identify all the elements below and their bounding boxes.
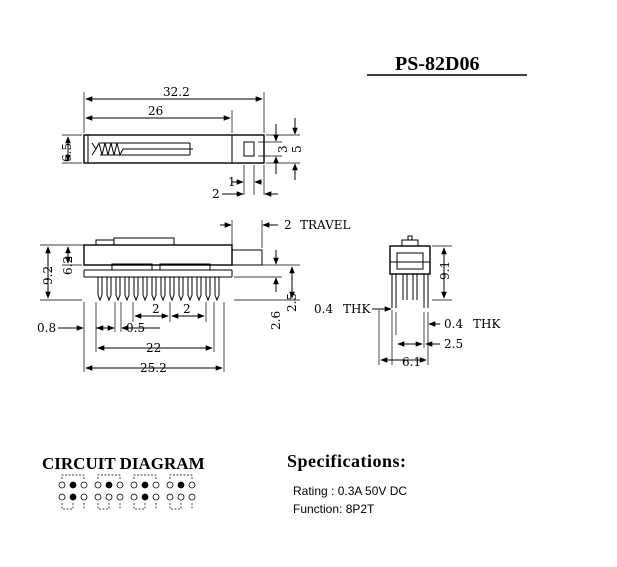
dim-body-height: 6.2 xyxy=(61,256,75,275)
dim-1: 1 xyxy=(228,175,236,189)
circuit-link xyxy=(133,503,146,510)
dim-25-2: 25.2 xyxy=(140,361,167,375)
dim-travel: 2 xyxy=(284,218,292,232)
specifications: Specifications: Rating : 0.3A 50V DC Fun… xyxy=(287,451,407,516)
contact-open xyxy=(58,493,66,501)
dim-2-5: 2.5 xyxy=(285,293,299,312)
circuit-contacts xyxy=(58,474,196,510)
contact-open xyxy=(116,493,124,501)
dim-body-width: 6.5 xyxy=(60,143,74,162)
side-pin xyxy=(133,277,139,302)
side-view-pins xyxy=(97,277,220,302)
contact-open xyxy=(94,481,102,489)
contact-open xyxy=(130,493,138,501)
dim-pitch-a: 2 xyxy=(152,302,160,316)
contact-open xyxy=(130,481,138,489)
top-view-spring xyxy=(95,141,193,157)
contact-closed xyxy=(141,493,149,501)
dim-end-2-5: 2.5 xyxy=(444,337,463,351)
circuit-link xyxy=(61,474,85,479)
circuit-link xyxy=(97,474,121,479)
dim-overall-length: 32.2 xyxy=(163,85,190,99)
side-pin xyxy=(151,277,157,302)
dim-22: 22 xyxy=(146,341,161,355)
side-pin xyxy=(205,277,211,302)
dim-2: 2 xyxy=(212,187,220,201)
end-view-body xyxy=(389,245,431,275)
label-thk-left: THK xyxy=(343,302,371,316)
circuit-diagram: CIRCUIT DIAGRAM xyxy=(42,454,205,510)
dim-end-height: 9.1 xyxy=(438,261,452,280)
top-view: 32.2 26 6.5 3 5 1 2 xyxy=(60,85,304,201)
dim-thk-right: 0.4 xyxy=(444,317,463,331)
dim-pitch-b: 2 xyxy=(183,302,191,316)
specifications-heading: Specifications: xyxy=(287,451,407,471)
side-view: 2 TRAVEL 9.2 6.2 2.6 2.5 0.8 0.5 2 2 xyxy=(37,218,351,375)
part-number-title: PS-82D06 xyxy=(395,53,479,75)
dim-thk-left: 0.4 xyxy=(314,302,333,316)
spec-function: Function: 8P2T xyxy=(293,502,375,516)
circuit-link xyxy=(169,503,182,510)
circuit-link xyxy=(97,503,110,510)
contact-open xyxy=(152,493,160,501)
side-pin xyxy=(97,277,103,302)
contact-open xyxy=(188,493,196,501)
contact-closed xyxy=(141,481,149,489)
end-view: 9.1 0.4 THK 0.4 THK 2.5 6.1 xyxy=(314,235,501,369)
contact-open xyxy=(80,493,88,501)
dim-0-5: 0.5 xyxy=(126,321,145,335)
side-pin xyxy=(142,277,148,302)
side-pin xyxy=(169,277,175,302)
label-thk-right: THK xyxy=(473,317,501,331)
dim-actuator-width: 3 xyxy=(276,145,290,153)
title-block: PS-82D06 xyxy=(367,53,527,76)
contact-closed xyxy=(69,481,77,489)
contact-open xyxy=(152,481,160,489)
circuit-diagram-heading: CIRCUIT DIAGRAM xyxy=(42,454,205,473)
contact-open xyxy=(58,481,66,489)
contact-open xyxy=(116,481,124,489)
circuit-link xyxy=(61,503,74,510)
contact-closed xyxy=(177,481,185,489)
contact-open xyxy=(166,493,174,501)
top-view-body xyxy=(83,134,265,164)
side-view-actuator xyxy=(231,249,263,266)
side-pin xyxy=(178,277,184,302)
circuit-link xyxy=(169,474,193,479)
contact-open xyxy=(166,481,174,489)
contact-open xyxy=(188,481,196,489)
side-pin xyxy=(115,277,121,302)
dim-0-8: 0.8 xyxy=(37,321,56,335)
dim-actuator-height: 5 xyxy=(290,145,304,153)
side-pin xyxy=(214,277,220,302)
side-view-body xyxy=(83,244,233,266)
label-travel: TRAVEL xyxy=(300,218,351,232)
dim-end-width: 6.1 xyxy=(402,355,421,369)
side-pin xyxy=(124,277,130,302)
contact-open xyxy=(94,493,102,501)
spec-rating: Rating : 0.3A 50V DC xyxy=(293,484,407,498)
side-pin xyxy=(196,277,202,302)
contact-closed xyxy=(105,481,113,489)
side-pin xyxy=(106,277,112,302)
top-view-actuator xyxy=(243,141,255,157)
circuit-link xyxy=(133,474,157,479)
contact-open xyxy=(105,493,113,501)
side-pin xyxy=(187,277,193,302)
contact-open xyxy=(80,481,88,489)
dim-body-length: 26 xyxy=(148,104,163,118)
dim-total-height: 9.2 xyxy=(41,266,55,285)
contact-open xyxy=(177,493,185,501)
side-pin xyxy=(160,277,166,302)
contact-closed xyxy=(69,493,77,501)
dim-2-6: 2.6 xyxy=(269,311,283,330)
